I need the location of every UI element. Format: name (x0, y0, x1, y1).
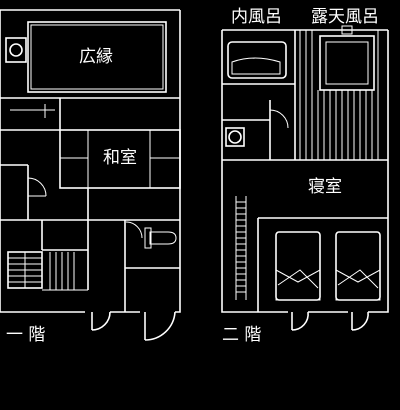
first-floor-sink-icon (9, 43, 23, 57)
indoor-bathtub-inner (231, 57, 281, 75)
outdoor-bathtub-inner (325, 41, 369, 85)
toilet-tank (144, 227, 152, 249)
bed-right (335, 231, 381, 301)
outdoor-bath-tap (341, 25, 353, 35)
first-floor-entrance-door-2 (144, 311, 176, 341)
second-floor-door-1 (291, 311, 309, 331)
washbasin-icon (228, 130, 242, 144)
rotenburo-label: 露天風呂 (311, 7, 379, 27)
outdoor-bath (299, 25, 379, 160)
washbasin-box (225, 127, 245, 147)
first-floor-plan: 広縁 和室 (0, 9, 181, 345)
second-floor-plan: 内風呂 露天風呂 (221, 7, 389, 345)
toilet-bowl (149, 231, 177, 245)
bed-left (275, 231, 321, 301)
washitsu-label: 和室 (103, 148, 137, 168)
engawa-room (27, 21, 167, 93)
first-floor-label: 一 階 (6, 325, 45, 345)
bed-left-fold (277, 269, 319, 289)
bed-left-frame (275, 231, 321, 301)
second-floor-outer-wall (221, 30, 389, 313)
indoor-bathtub (227, 41, 287, 79)
first-floor-sink-box (5, 37, 27, 63)
engawa-label: 広縁 (79, 47, 113, 67)
indoor-bath (222, 30, 296, 160)
washitsu-room (59, 129, 181, 189)
bed-right-frame (335, 231, 381, 301)
first-floor-entrance-door-1 (91, 311, 111, 331)
first-floor-stairs (7, 251, 88, 291)
bed-right-blanket (335, 269, 381, 301)
washroom-door-swing (269, 109, 289, 129)
engawa-inner-border (30, 24, 164, 90)
uchiburo-label: 内風呂 (231, 7, 282, 27)
toilet-door-swing (125, 221, 143, 239)
shinshitsu-label: 寝室 (308, 176, 342, 197)
second-floor-label: 二 階 (222, 325, 261, 345)
first-floor-door-swing-1 (27, 177, 47, 197)
outdoor-bathtub (319, 35, 375, 91)
bed-left-blanket (275, 269, 321, 301)
bed-right-fold (337, 269, 379, 289)
second-floor-door-2 (351, 311, 369, 331)
second-floor-stairs (235, 196, 247, 300)
